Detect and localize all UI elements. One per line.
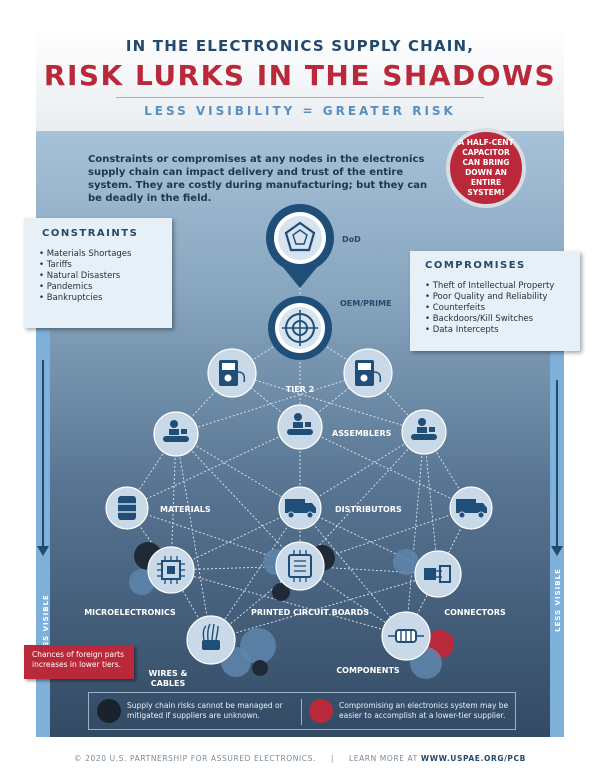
list-item: Data Intercepts xyxy=(425,325,580,336)
pentagon-icon xyxy=(284,221,316,252)
constraints-list: Materials Shortages Tariffs Natural Disa… xyxy=(39,249,172,304)
connectors-label: CONNECTORS xyxy=(444,608,506,617)
footer-learn-more: LEARN MORE AT xyxy=(348,754,418,763)
assembly-worker-icon xyxy=(287,413,313,435)
assembler-node-right xyxy=(401,409,447,455)
dod-label: DoD xyxy=(342,235,361,244)
right-down-arrow xyxy=(551,380,563,556)
pcb-node xyxy=(275,541,325,591)
assemblers-label: ASSEMBLERS xyxy=(332,429,392,438)
list-item: Materials Shortages xyxy=(39,249,172,260)
legend-box: Supply chain risks cannot be managed or … xyxy=(88,692,516,730)
header-divider xyxy=(116,97,484,98)
components-node xyxy=(381,611,431,661)
components-label: COMPONENTS xyxy=(336,666,400,675)
barrel-icon xyxy=(118,496,136,520)
materials-node xyxy=(105,486,149,530)
target-icon xyxy=(282,310,318,346)
legend-divider xyxy=(301,699,302,725)
wires-node xyxy=(186,615,236,665)
footer: © 2020 U.S. PARTNERSHIP FOR ASSURED ELEC… xyxy=(0,754,600,763)
distributors-label: DISTRIBUTORS xyxy=(335,505,402,514)
foreign-parts-note: Chances of foreign parts increases in lo… xyxy=(24,645,134,679)
legend-red-text: Compromising an electronics system may b… xyxy=(339,701,509,720)
list-item: Natural Disasters xyxy=(39,271,172,282)
microelectronics-node xyxy=(147,546,195,594)
badge-text: A HALF-CENT CAPACITOR CAN BRING DOWN AN … xyxy=(458,138,514,197)
legend-dark-text: Supply chain risks cannot be managed or … xyxy=(127,701,283,720)
distributor-node-right xyxy=(449,486,493,530)
capacitor-warning-badge: A HALF-CENT CAPACITOR CAN BRING DOWN AN … xyxy=(446,128,526,208)
right-less-visible-label: LESS VISIBLE xyxy=(554,568,562,632)
connectors-node xyxy=(414,550,462,598)
resistor-icon xyxy=(388,629,424,643)
red-circle-swatch xyxy=(309,699,333,723)
header-title: RISK LURKS IN THE SHADOWS xyxy=(43,59,557,92)
connector-icon xyxy=(424,565,451,583)
left-down-arrow xyxy=(37,360,49,556)
assembly-worker-icon xyxy=(163,420,189,442)
header-tagline: LESS VISIBILITY = GREATER RISK xyxy=(144,104,456,118)
cable-bundle-icon xyxy=(202,623,220,650)
assembly-worker-icon xyxy=(411,418,437,440)
list-item: Pandemics xyxy=(39,282,172,293)
list-item: Counterfeits xyxy=(425,303,580,314)
materials-label: MATERIALS xyxy=(160,505,211,514)
oem-label: OEM/PRIME xyxy=(340,299,392,308)
multimeter-icon xyxy=(219,360,246,386)
footer-copyright: © 2020 U.S. PARTNERSHIP FOR ASSURED ELEC… xyxy=(74,754,316,763)
wires-label-line2: CABLES xyxy=(151,679,186,688)
constraints-title: CONSTRAINTS xyxy=(42,228,139,239)
pcb-label: PRINTED CIRCUIT BOARDS xyxy=(251,608,369,617)
tier2-node-left xyxy=(207,348,257,398)
left-less-visible-label: LESS VISIBLE xyxy=(42,594,50,658)
compromises-list: Theft of Intellectual Property Poor Qual… xyxy=(425,281,580,336)
assembler-node-center xyxy=(277,404,323,450)
chip-icon xyxy=(157,556,185,584)
footer-url-link[interactable]: WWW.USPAE.ORG/PCB xyxy=(420,754,526,763)
tier2-node-right xyxy=(343,348,393,398)
microelectronics-label: MICROELECTRONICS xyxy=(84,608,176,617)
truck-icon xyxy=(456,499,487,519)
header-supertitle: IN THE ELECTRONICS SUPPLY CHAIN, xyxy=(125,37,475,55)
dark-circle-swatch xyxy=(97,699,121,723)
tier2-label: TIER 2 xyxy=(286,385,314,394)
list-item: Backdoors/Kill Switches xyxy=(425,314,580,325)
multimeter-icon xyxy=(355,360,382,386)
header-banner: IN THE ELECTRONICS SUPPLY CHAIN, RISK LU… xyxy=(36,27,564,131)
circuit-board-icon xyxy=(288,550,312,582)
constraints-card: CONSTRAINTS Materials Shortages Tariffs … xyxy=(24,218,172,328)
distributor-node-center xyxy=(278,486,322,530)
list-item: Tariffs xyxy=(39,260,172,271)
dod-node xyxy=(266,204,334,288)
oem-node xyxy=(268,296,332,360)
list-item: Theft of Intellectual Property xyxy=(425,281,580,292)
wires-label-line1: WIRES & xyxy=(149,669,188,678)
assembler-node-left xyxy=(153,411,199,457)
intro-text: Constraints or compromises at any nodes … xyxy=(88,154,428,204)
truck-icon xyxy=(285,499,316,519)
list-item: Poor Quality and Reliability xyxy=(425,292,580,303)
footer-separator: | xyxy=(330,754,335,763)
compromises-title: COMPROMISES xyxy=(425,260,526,271)
compromises-card: COMPROMISES Theft of Intellectual Proper… xyxy=(410,251,580,351)
list-item: Bankruptcies xyxy=(39,293,172,304)
